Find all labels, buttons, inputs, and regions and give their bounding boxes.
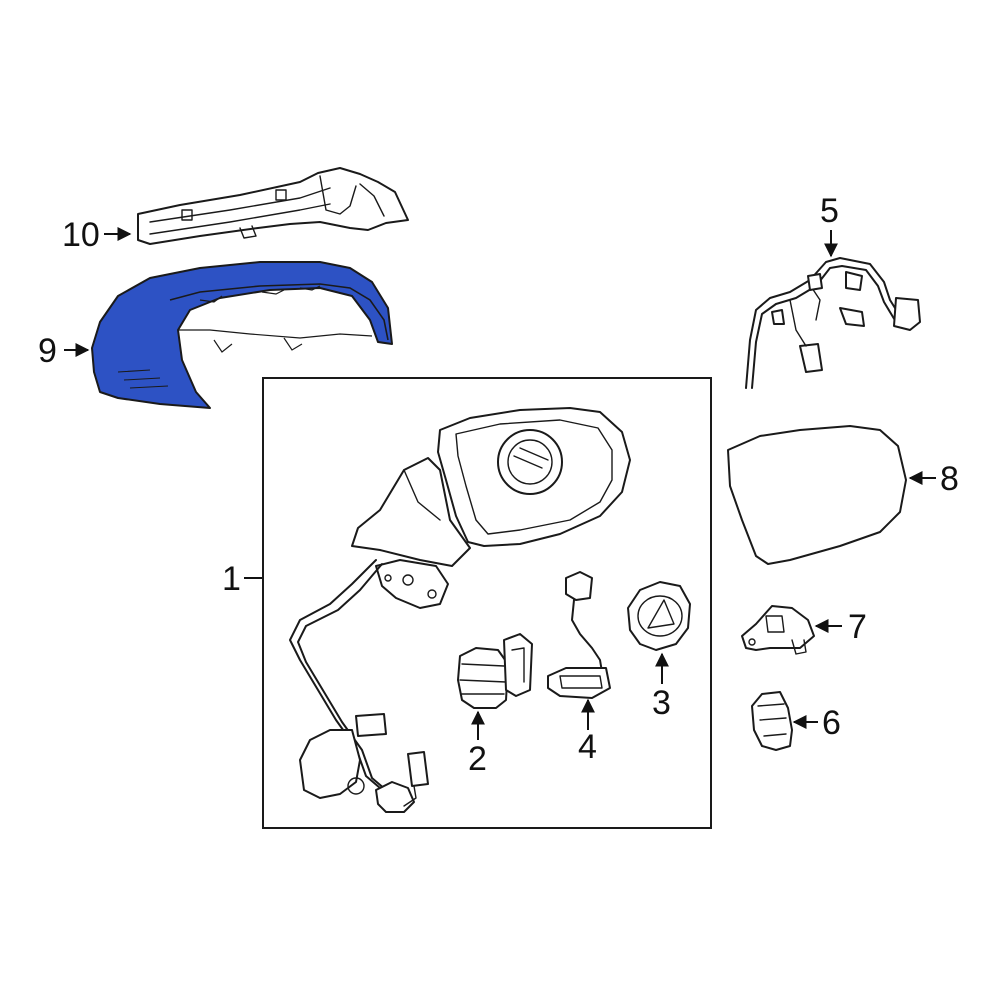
part-8-mirror-glass[interactable]	[727, 425, 907, 565]
part-3-actuator[interactable]	[627, 581, 691, 651]
part-1-mirror-assembly[interactable]	[289, 407, 631, 813]
callout-2: 2	[468, 740, 487, 778]
callout-4: 4	[578, 728, 597, 766]
part-9-mirror-cover[interactable]	[91, 261, 393, 409]
callout-1: 1	[222, 560, 241, 598]
callout-8: 8	[940, 460, 959, 498]
part-5-wiring-harness[interactable]	[745, 257, 921, 389]
part-4-connector[interactable]	[547, 571, 611, 699]
assembly-frame	[262, 377, 712, 829]
callout-5: 5	[820, 192, 839, 230]
callout-10: 10	[62, 216, 100, 254]
callout-7: 7	[848, 608, 867, 646]
part-7-sensor[interactable]	[741, 605, 815, 655]
part-10-turn-signal[interactable]	[137, 167, 409, 245]
callout-9: 9	[38, 332, 57, 370]
callout-6: 6	[822, 704, 841, 742]
callout-3: 3	[652, 684, 671, 722]
part-6-socket[interactable]	[751, 691, 793, 751]
part-2-motor[interactable]	[457, 633, 533, 709]
